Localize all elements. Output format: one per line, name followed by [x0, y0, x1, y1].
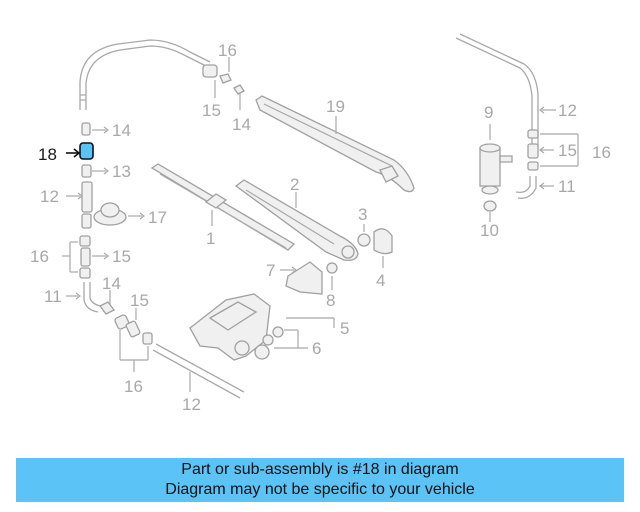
- callout-17: 17: [148, 208, 167, 227]
- callout-19: 19: [326, 97, 345, 116]
- callout-18-highlighted: 18: [38, 145, 57, 164]
- callout-14: 14: [112, 121, 131, 140]
- callout-16: 16: [124, 377, 143, 396]
- callout-14: 14: [232, 115, 251, 134]
- callout-16: 16: [592, 143, 611, 162]
- nut-3: [357, 233, 371, 247]
- washer-pump-9: [479, 147, 501, 187]
- rod-12-upper: [79, 39, 211, 110]
- callout-3: 3: [358, 205, 367, 224]
- callout-7: 7: [266, 261, 275, 280]
- callout-15: 15: [202, 101, 221, 120]
- banner-line-2: Diagram may not be specific to your vehi…: [165, 481, 475, 498]
- callout-16: 16: [30, 247, 49, 266]
- callout-12: 12: [558, 101, 577, 120]
- bracket-7: [285, 261, 323, 295]
- callout-14: 14: [102, 274, 121, 293]
- callout-15: 15: [130, 291, 149, 310]
- cap-4: [373, 228, 393, 255]
- callout-8: 8: [326, 291, 335, 310]
- callout-9: 9: [484, 103, 493, 122]
- callout-10: 10: [480, 221, 499, 240]
- banner-line-1: Part or sub-assembly is #18 in diagram: [181, 461, 459, 478]
- fitting-16-top: [202, 64, 218, 78]
- callout-12: 12: [40, 187, 59, 206]
- callout-4: 4: [376, 271, 385, 290]
- callout-16: 16: [218, 41, 237, 60]
- parts-diagram: 16 15 14 19 14 18 13 12 17 1 2 3 4 7 8 1…: [30, 33, 611, 414]
- callout-11: 11: [558, 177, 576, 196]
- callout-13: 13: [112, 162, 131, 181]
- callout-15: 15: [558, 141, 577, 160]
- callout-5: 5: [340, 319, 349, 338]
- callout-11: 11: [44, 287, 62, 306]
- info-banner: Part or sub-assembly is #18 in diagram D…: [16, 458, 624, 502]
- callout-6: 6: [312, 339, 321, 358]
- callout-1: 1: [206, 229, 215, 248]
- callout-2: 2: [290, 175, 299, 194]
- callout-12: 12: [182, 395, 201, 414]
- part-18-highlighted[interactable]: [79, 142, 94, 160]
- callout-15: 15: [112, 247, 131, 266]
